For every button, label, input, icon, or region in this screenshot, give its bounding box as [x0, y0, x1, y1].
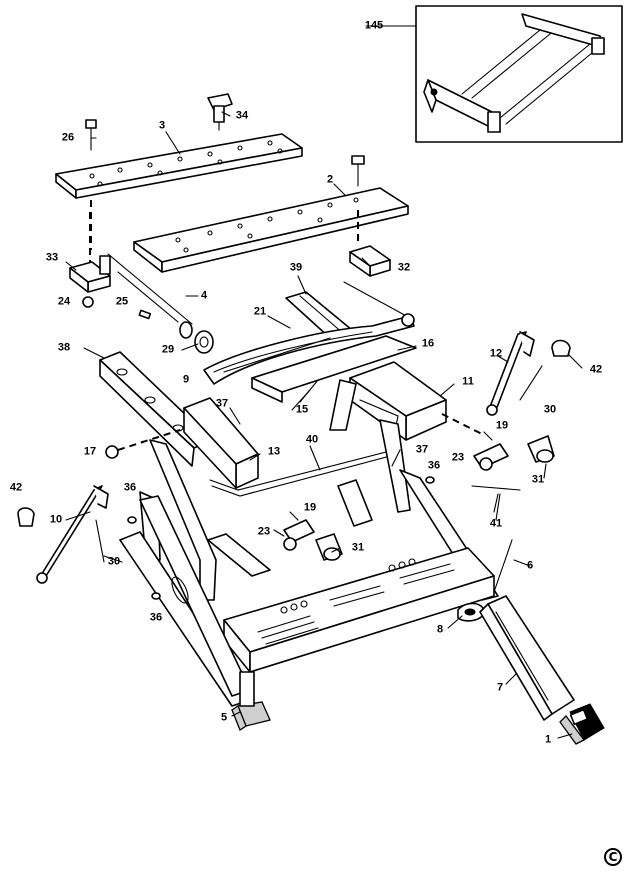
label-1: 1: [544, 733, 552, 746]
label-23-right: 23: [451, 451, 465, 464]
label-42-right: 42: [589, 363, 603, 376]
part-30-spring-right: [519, 365, 543, 401]
label-13: 13: [267, 445, 281, 458]
label-39: 39: [289, 261, 303, 274]
part-16-rail: [251, 335, 417, 403]
part-2-vice-jaw-board: [133, 187, 409, 273]
label-32: 32: [397, 261, 411, 274]
label-15: 15: [295, 403, 309, 416]
part-12-lever: [486, 331, 535, 416]
part-23-link-center: [283, 519, 315, 551]
label-31-right: 31: [531, 473, 545, 486]
label-38: 38: [57, 341, 71, 354]
label-8: 8: [436, 623, 444, 636]
label-31-center: 31: [351, 541, 365, 554]
label-10: 10: [49, 513, 63, 526]
part-36-screw-left: [127, 516, 137, 524]
part-24-nut: [82, 296, 94, 308]
label-23-center: 23: [257, 525, 271, 538]
label-19-center: 19: [303, 501, 317, 514]
label-34: 34: [235, 109, 249, 122]
part-32-block: [349, 245, 391, 277]
leader-lines: [65, 111, 583, 739]
label-2: 2: [326, 173, 334, 186]
label-42-left: 42: [9, 481, 23, 494]
label-29: 29: [161, 343, 175, 356]
label-7: 7: [496, 681, 504, 694]
part-26-bolt: [85, 119, 97, 151]
part-19-pin-right: [483, 431, 493, 441]
part-right-spindle: [343, 281, 415, 327]
label-9: 9: [182, 373, 190, 386]
label-36-left: 36: [123, 481, 137, 494]
dash-17: [117, 429, 181, 451]
part-9-line: [223, 337, 331, 373]
part-31-knob-right: [527, 435, 555, 463]
label-19-right: 19: [495, 419, 509, 432]
label-5: 5: [220, 711, 228, 724]
label-145: 145: [364, 19, 384, 32]
part-19-pin-center: [289, 511, 299, 521]
label-33: 33: [45, 251, 59, 264]
part-25-pin: [99, 255, 111, 275]
part-33-block: [69, 261, 111, 293]
part-lower-center-clamp: [207, 479, 373, 577]
label-36-lower: 36: [149, 611, 163, 624]
label-41: 41: [489, 517, 503, 530]
label-36-right: 36: [427, 459, 441, 472]
part-7-leg: [479, 595, 575, 721]
label-37-left: 37: [215, 397, 229, 410]
label-12: 12: [489, 347, 503, 360]
part-23-link-right: [473, 443, 509, 471]
part-13-rail: [183, 397, 259, 489]
label-40: 40: [305, 433, 319, 446]
part-base-tray: [223, 547, 495, 673]
label-16: 16: [421, 337, 435, 350]
part-30-spring-left: [95, 519, 105, 563]
label-37-right: 37: [415, 443, 429, 456]
part-17-screw: [105, 445, 119, 459]
part-42-cap-right: [551, 339, 571, 357]
label-26: 26: [61, 131, 75, 144]
part-1-foot: [559, 703, 605, 745]
label-25: 25: [115, 295, 129, 308]
label-17: 17: [83, 445, 97, 458]
part-36-screw-right: [425, 476, 435, 484]
part-2-bolt: [351, 155, 365, 187]
label-6: 6: [526, 559, 534, 572]
part-145-extension-frame: [423, 13, 605, 133]
part-36-screw-lower: [151, 592, 161, 600]
inset-frame: [415, 5, 623, 143]
label-4: 4: [200, 289, 208, 302]
part-41-spring: [471, 485, 521, 491]
part-6-pin: [493, 539, 513, 593]
part-42-cap-left: [17, 507, 35, 527]
part-4-spindle: [107, 253, 214, 354]
part-21-handle: [203, 315, 415, 385]
label-30-right: 30: [543, 403, 557, 416]
label-24: 24: [57, 295, 71, 308]
label-21: 21: [253, 305, 267, 318]
label-11: 11: [462, 375, 474, 388]
copyright-mark: C: [604, 848, 622, 866]
part-3-vice-jaw-board: [55, 133, 303, 199]
part-31-knob-center: [315, 533, 343, 561]
part-10-lever: [36, 485, 109, 584]
part-34-peg: [207, 93, 233, 131]
label-30-left: 30: [107, 555, 121, 568]
label-3: 3: [158, 119, 166, 132]
